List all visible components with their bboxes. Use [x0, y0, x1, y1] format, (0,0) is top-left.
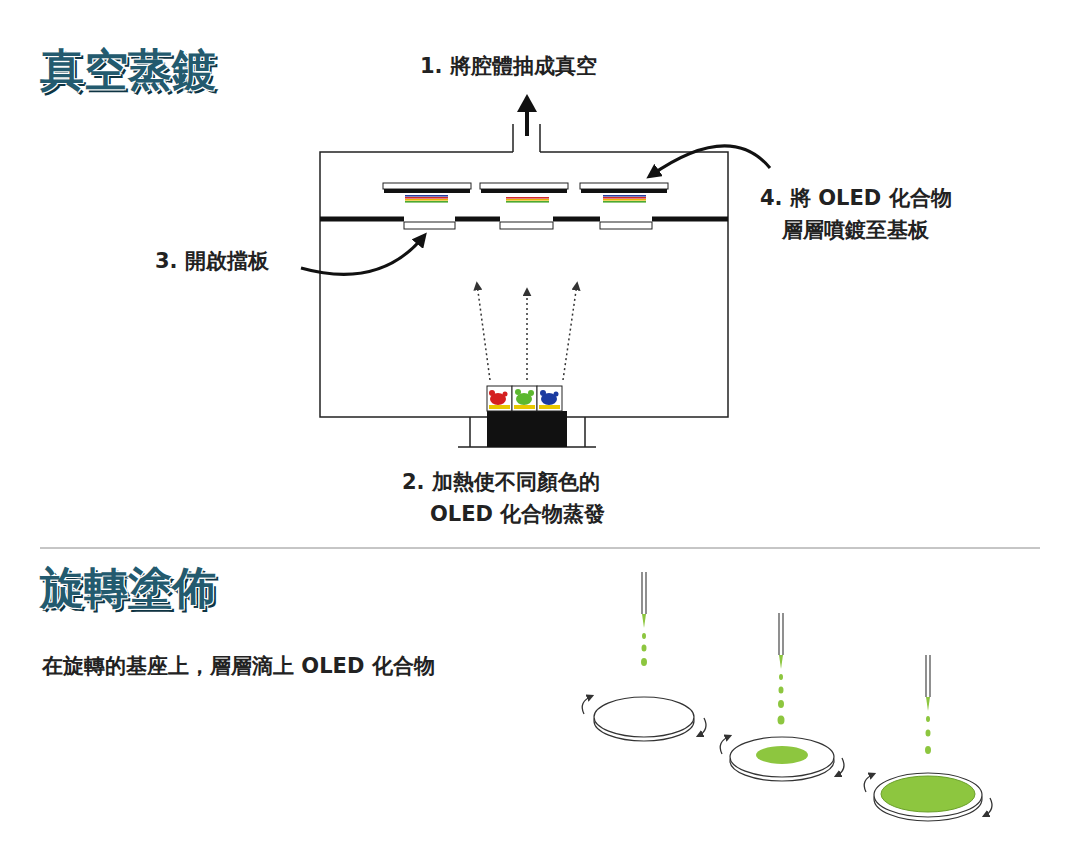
step-label: 1. 將腔體抽成真空: [420, 50, 597, 82]
vapor-arrows: [526, 290, 528, 380]
oled-layers: [506, 201, 549, 203]
evaporation-source: [540, 390, 546, 396]
evaporation-source: [489, 405, 510, 409]
spin-coating-2: [756, 746, 808, 764]
shutter: [600, 222, 652, 229]
vapor-arrows: [477, 284, 490, 380]
substrates: [383, 183, 668, 193]
evaporation-source: [489, 390, 495, 396]
section-heading: 旋轉塗佈: [40, 560, 216, 616]
spin-coating-2: [779, 655, 783, 669]
evaporation-source: [487, 411, 567, 447]
shutter: [320, 219, 728, 229]
vapor-arrows: [563, 284, 577, 380]
oled-layers: [405, 201, 448, 203]
spin-coating-3: [864, 774, 874, 792]
substrates: [384, 189, 470, 193]
oled-layers: [603, 195, 646, 197]
vacuum-chamber: [320, 152, 728, 417]
evaporation-source: [528, 390, 534, 396]
spin-coating-1: [594, 697, 694, 737]
evaporation-source: [514, 405, 535, 409]
spin-coating-3: [926, 655, 930, 697]
oled-layers: [405, 195, 448, 197]
section-divider: [40, 548, 1040, 549]
spin-coating-3: [926, 716, 930, 722]
evaporation-source: [487, 386, 512, 411]
substrates: [481, 189, 567, 193]
step-label: 4. 將 OLED 化合物 層層噴鍍至基板: [760, 182, 997, 246]
spin-coating-1: [642, 645, 647, 652]
spin-coating-2: [730, 737, 834, 777]
spin-coating-3: [926, 697, 930, 711]
oled-layers: [603, 197, 646, 199]
spin-coating-3: [864, 655, 992, 821]
oled-layers: [405, 195, 646, 203]
spin-coating-2: [778, 700, 784, 708]
spin-coating-2: [778, 716, 785, 725]
evaporation-source: [539, 405, 560, 409]
spin-coating-3: [925, 746, 931, 754]
evaporation-source: [537, 386, 562, 411]
callout-arrows: [650, 146, 770, 176]
oled-layers: [405, 197, 448, 199]
shutter: [500, 222, 553, 229]
evaporation-source: [458, 386, 596, 447]
substrates: [480, 183, 568, 189]
pump-arrow: [525, 110, 529, 136]
vapor-arrows: [477, 284, 577, 380]
evaporation-source: [554, 392, 559, 397]
section-divider: [40, 548, 1040, 549]
spin-coating-3: [926, 730, 931, 737]
oled-layers: [603, 199, 646, 201]
pump-arrow: [517, 94, 537, 136]
oled-layers: [405, 199, 448, 201]
evaporation-source: [515, 389, 521, 395]
spin-coating-1: [582, 696, 592, 714]
substrates: [581, 189, 667, 193]
oled-layers: [506, 199, 549, 201]
spin-coating-3: [874, 773, 982, 817]
step-label: 2. 加熱使不同顏色的 OLED 化合物蒸發: [402, 466, 635, 530]
spin-coating-2: [779, 687, 784, 694]
callout-arrows: [301, 236, 424, 274]
vacuum-chamber: [320, 124, 728, 417]
callout-arrows: [301, 146, 770, 275]
shutter: [320, 217, 728, 222]
evaporation-source: [503, 392, 508, 397]
spin-coating-2: [779, 674, 783, 680]
pump-arrow: [517, 94, 537, 112]
spin-coating-2: [720, 613, 844, 781]
substrates: [580, 183, 668, 189]
spin-coating-1: [698, 718, 706, 736]
spin-coating-2: [720, 736, 730, 754]
substrates: [383, 183, 471, 189]
spin-coating-3: [984, 798, 992, 816]
spin-coating-2: [779, 613, 783, 655]
spin-coating-1: [642, 572, 646, 614]
shutter: [404, 222, 455, 229]
spin-coating-1: [642, 633, 646, 639]
oled-layers: [603, 201, 646, 203]
evaporation-source: [512, 386, 537, 411]
description-text: 在旋轉的基座上，層層滴上 OLED 化合物: [42, 650, 435, 682]
spin-coating-1: [641, 658, 647, 666]
spin-coating-1: [642, 614, 646, 628]
step-label: 3. 開啟擋板: [155, 245, 269, 277]
oled-layers: [506, 197, 549, 199]
spin-coating-3: [881, 776, 975, 812]
section-heading: 真空蒸鍍: [40, 42, 216, 98]
spin-coating-2: [836, 758, 844, 776]
spin-coating-1: [582, 572, 706, 741]
